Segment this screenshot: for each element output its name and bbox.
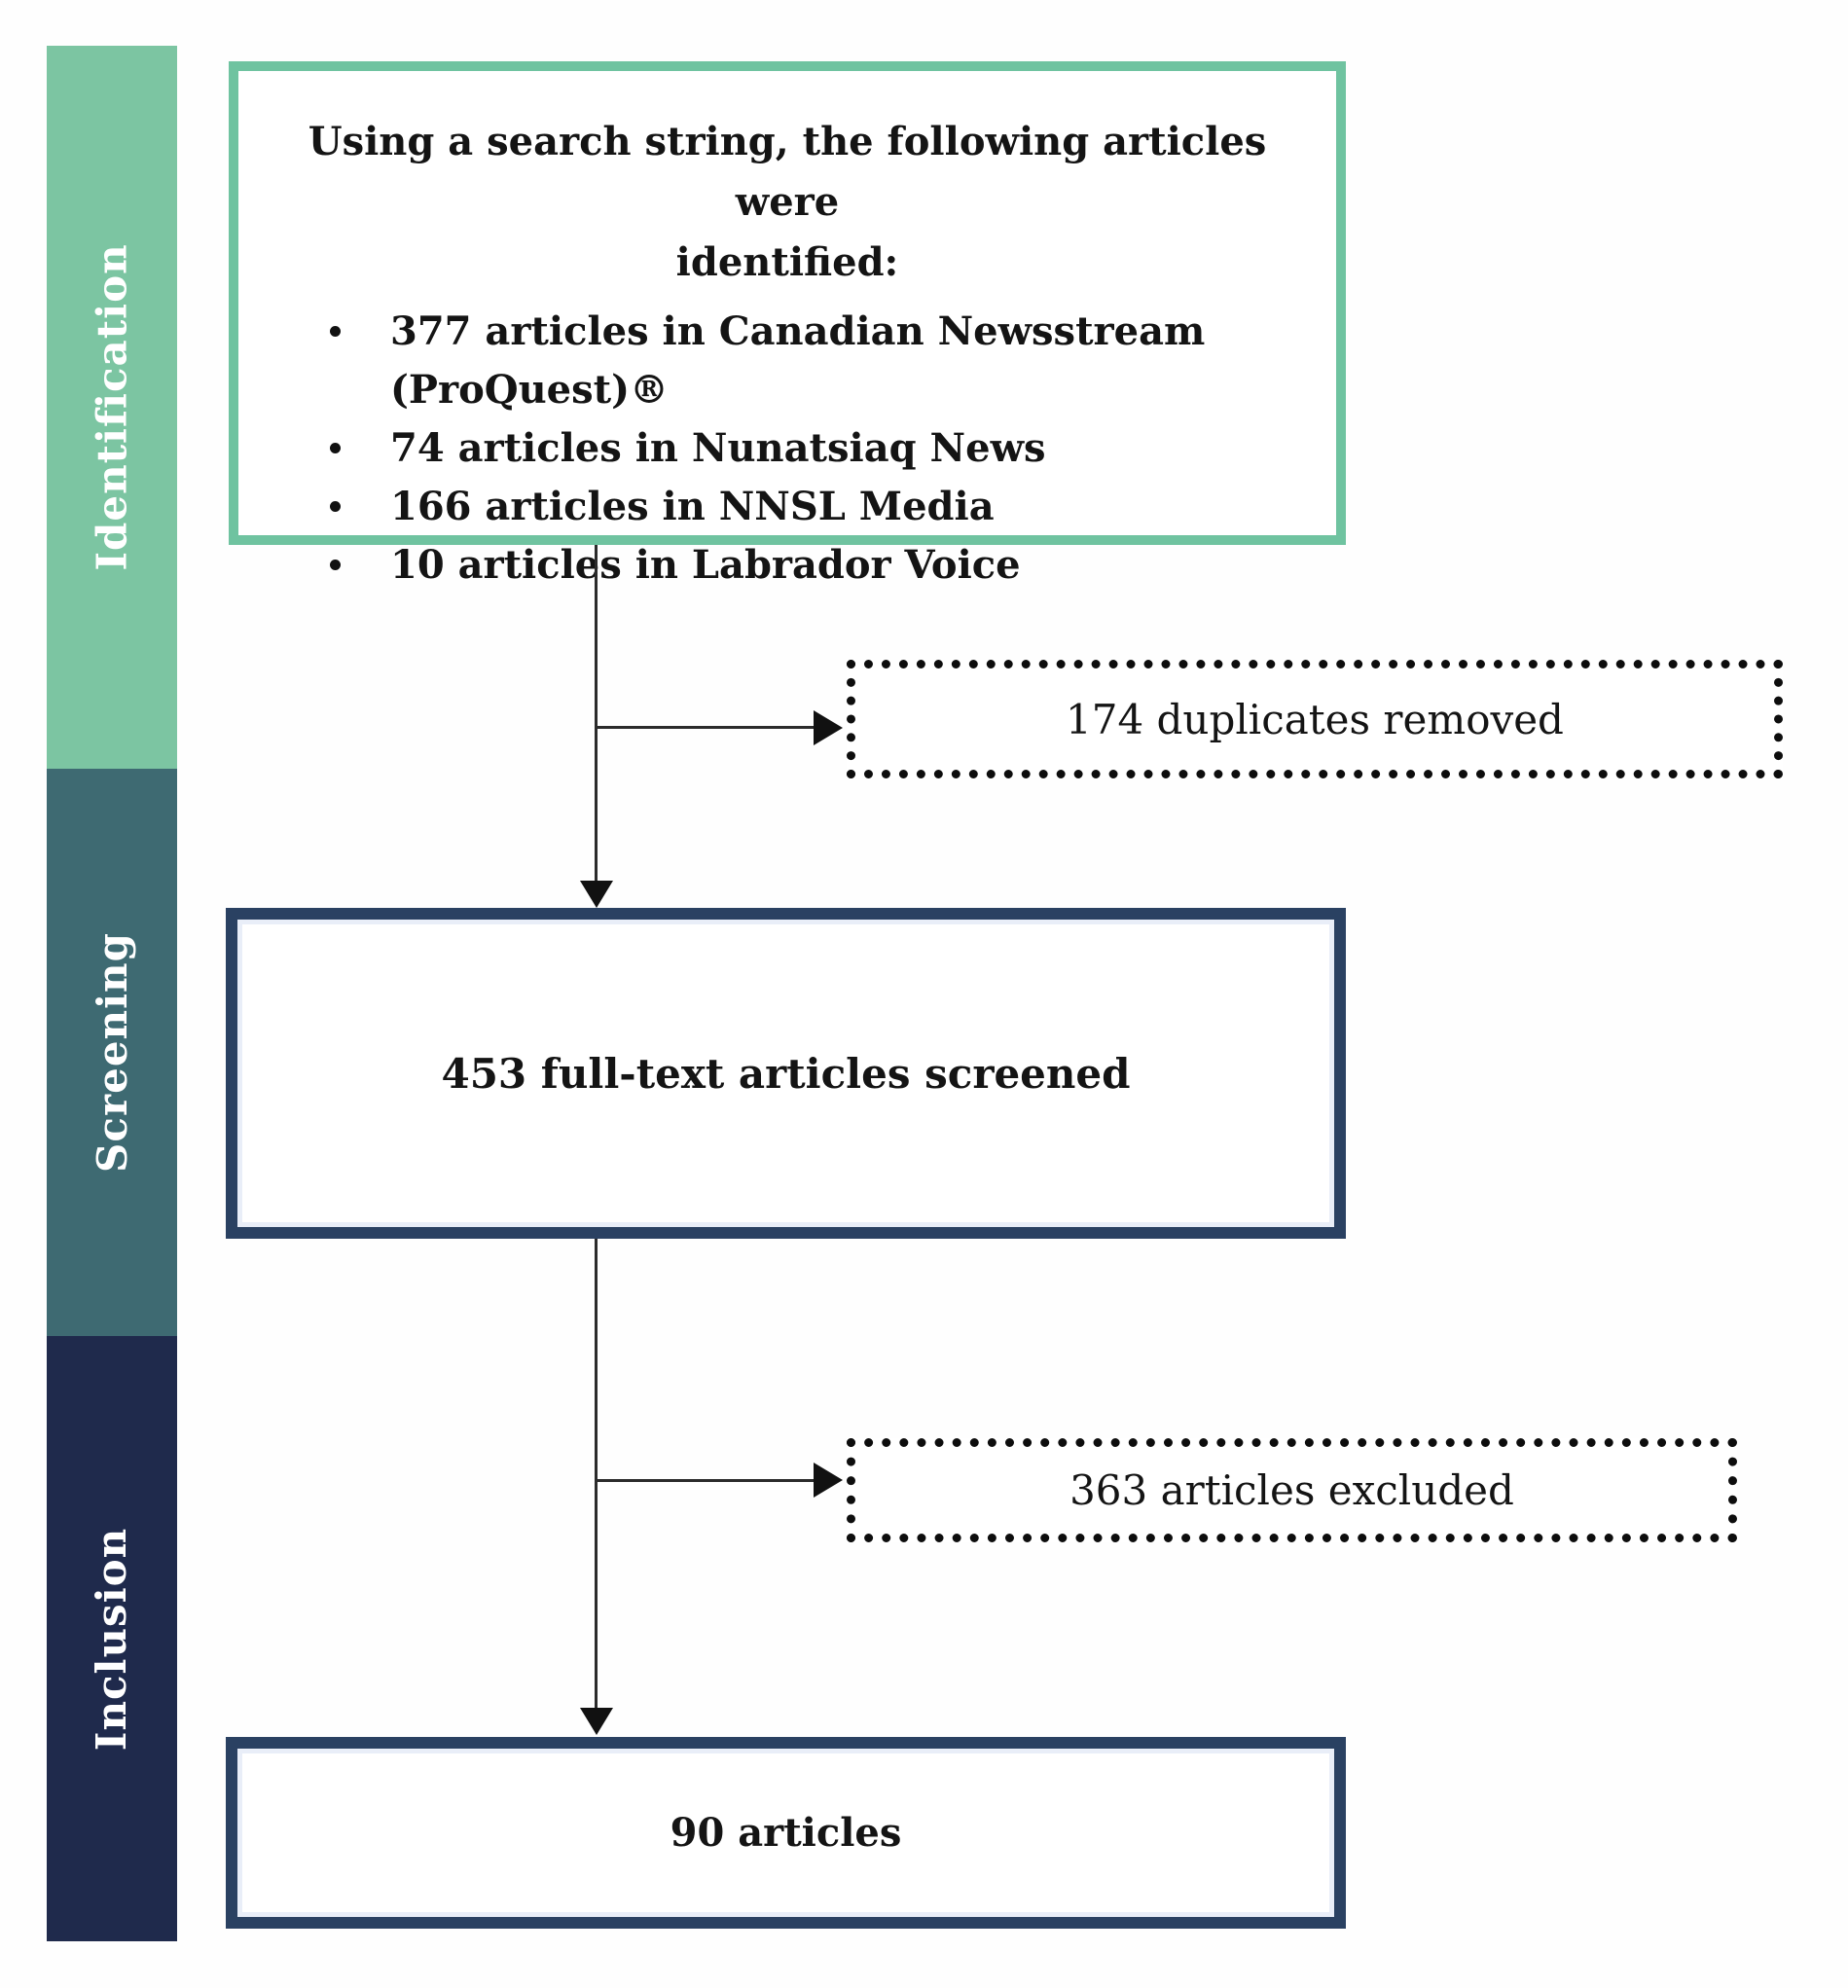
connector-line-vertical-1 [595, 545, 598, 883]
stage-label-inclusion: Inclusion [88, 1527, 136, 1751]
bullet-icon [330, 326, 341, 337]
included-articles-label: 90 articles [670, 1810, 902, 1856]
source-text: 74 articles in Nunatsiaq News [390, 425, 1046, 471]
source-text: 166 articles in NNSL Media [390, 484, 995, 529]
arrowhead-down-icon [580, 1708, 613, 1735]
articles-excluded-label: 363 articles excluded [1069, 1466, 1514, 1514]
source-list: 377 articles in Canadian Newsstream (Pro… [281, 303, 1293, 595]
source-list-item: 377 articles in Canadian Newsstream (Pro… [281, 303, 1293, 419]
identification-title-line-1: Using a search string, the following art… [308, 119, 1267, 225]
screening-box: 453 full-text articles screened [226, 908, 1346, 1239]
source-list-item: 166 articles in NNSL Media [281, 478, 1293, 536]
stage-bar-screening: Screening [47, 769, 177, 1336]
arrowhead-right-icon [814, 710, 843, 745]
included-articles-box: 90 articles [226, 1737, 1346, 1929]
bullet-icon [330, 501, 341, 512]
screening-box-label: 453 full-text articles screened [441, 1049, 1131, 1098]
identification-box: Using a search string, the following art… [229, 61, 1346, 588]
arrowhead-right-icon [814, 1463, 843, 1498]
connector-line-branch-1 [596, 726, 815, 729]
articles-excluded-box: 363 articles excluded [847, 1438, 1737, 1542]
stage-bar-inclusion: Inclusion [47, 1336, 177, 1941]
source-text: 10 articles in Labrador Voice [390, 542, 1021, 588]
identification-box-title: Using a search string, the following art… [281, 112, 1293, 293]
stage-label-identification: Identification [88, 243, 136, 571]
stage-bar-identification: Identification [47, 46, 177, 769]
duplicates-removed-box: 174 duplicates removed [847, 660, 1783, 778]
duplicates-removed-label: 174 duplicates removed [1066, 695, 1564, 743]
source-text: 377 articles in Canadian Newsstream (Pro… [390, 308, 1206, 413]
bullet-icon [330, 443, 341, 453]
source-list-item: 10 articles in Labrador Voice [281, 536, 1293, 595]
arrowhead-down-icon [580, 881, 613, 908]
bullet-icon [330, 560, 341, 570]
source-list-item: 74 articles in Nunatsiaq News [281, 419, 1293, 478]
stage-label-screening: Screening [88, 932, 136, 1173]
identification-title-line-2: identified: [675, 239, 899, 285]
connector-line-vertical-2 [595, 1239, 598, 1708]
connector-line-branch-2 [596, 1479, 815, 1482]
